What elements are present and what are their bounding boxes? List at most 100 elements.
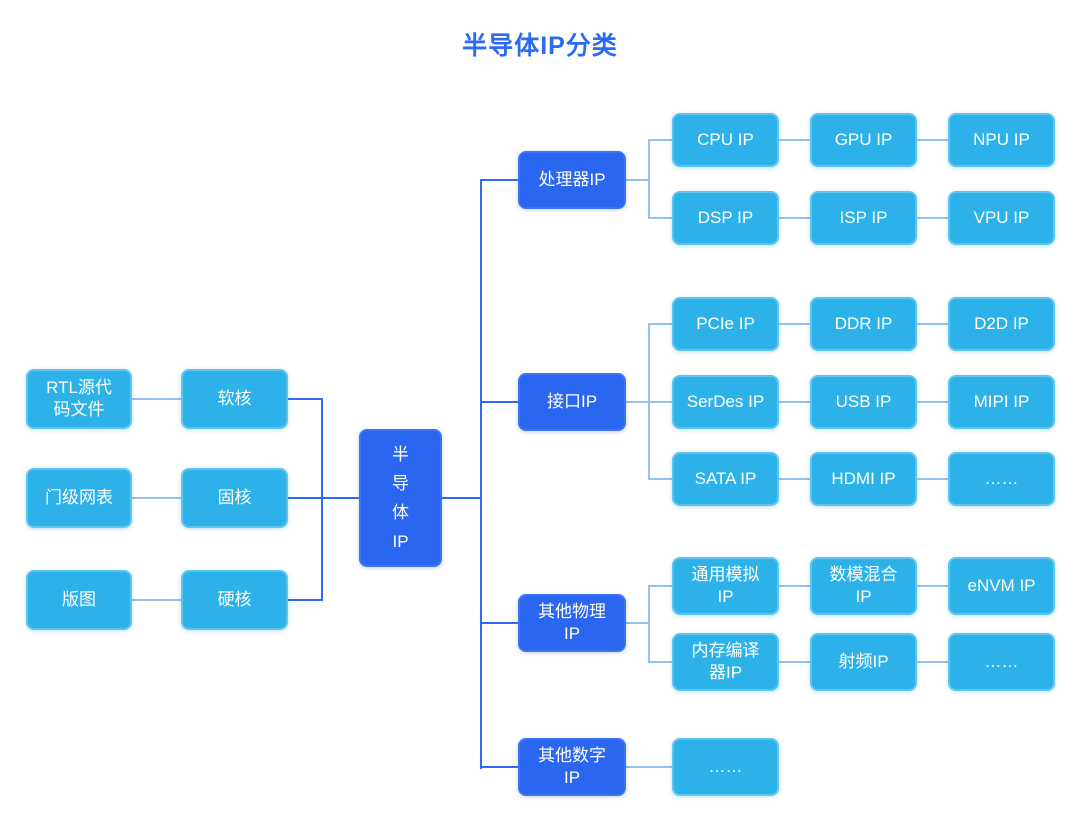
node-label: 软核 xyxy=(217,388,252,408)
node-other-physical-ip: 其他物理 IP xyxy=(518,594,626,652)
node-hdmi-ip: HDMI IP xyxy=(810,452,917,506)
node-label: SerDes IP xyxy=(686,391,765,411)
connector-line xyxy=(287,599,323,601)
node-mixed-signal-ip: 数模混合 IP xyxy=(810,557,917,615)
node-label: 门级网表 xyxy=(45,487,113,507)
node-label: SATA IP xyxy=(694,468,757,488)
node-digital-more: …… xyxy=(672,738,779,796)
node-ddr-ip: DDR IP xyxy=(810,297,917,351)
connector-line xyxy=(779,661,810,663)
node-label: CPU IP xyxy=(697,129,754,149)
connector-line xyxy=(480,766,518,768)
page-title: 半导体IP分类 xyxy=(462,32,618,60)
node-label: 固核 xyxy=(217,487,252,507)
connector-line xyxy=(626,766,672,768)
node-layout: 版图 xyxy=(26,570,132,630)
connector-line xyxy=(480,179,482,769)
node-label: PCIe IP xyxy=(696,313,755,333)
connector-line xyxy=(917,139,948,141)
node-gpu-ip: GPU IP xyxy=(810,113,917,167)
connector-line xyxy=(287,398,323,400)
connector-line xyxy=(321,398,323,601)
connector-line xyxy=(480,622,518,624)
node-label: D2D IP xyxy=(974,313,1029,333)
node-label: …… xyxy=(984,651,1019,671)
node-pcie-ip: PCIe IP xyxy=(672,297,779,351)
node-label: RTL源代 码文件 xyxy=(46,377,112,419)
node-hard-core: 硬核 xyxy=(181,570,288,630)
node-label: 其他物理 IP xyxy=(538,601,606,643)
node-label: USB IP xyxy=(835,391,892,411)
node-label: 数模混合 IP xyxy=(829,564,898,606)
connector-line xyxy=(917,323,948,325)
node-memory-compiler-ip: 内存编译 器IP xyxy=(672,633,779,691)
node-vpu-ip: VPU IP xyxy=(948,191,1055,245)
node-processor-ip: 处理器IP xyxy=(518,151,626,209)
connector-line xyxy=(917,217,948,219)
connector-line xyxy=(648,323,650,480)
node-label: 硬核 xyxy=(217,589,252,609)
connector-line xyxy=(480,179,518,181)
connector-line xyxy=(626,179,650,181)
node-label: 接口IP xyxy=(546,391,598,411)
connector-line xyxy=(648,139,650,219)
node-label: 其他数字 IP xyxy=(538,745,606,787)
node-mipi-ip: MIPI IP xyxy=(948,375,1055,429)
connector-line xyxy=(648,323,672,325)
connector-line xyxy=(779,323,810,325)
node-label: 内存编译 器IP xyxy=(691,640,760,682)
connector-line xyxy=(648,585,650,663)
connector-line xyxy=(648,139,672,141)
node-general-analog-ip: 通用模拟 IP xyxy=(672,557,779,615)
node-interface-ip: 接口IP xyxy=(518,373,626,431)
node-label: 半 导 体 IP xyxy=(392,444,409,552)
connector-line xyxy=(779,217,810,219)
connector-line xyxy=(917,401,948,403)
connector-line xyxy=(779,585,810,587)
connector-line xyxy=(648,661,672,663)
node-envm-ip: eNVM IP xyxy=(948,557,1055,615)
node-sata-ip: SATA IP xyxy=(672,452,779,506)
node-label: NPU IP xyxy=(973,129,1030,149)
node-label: 版图 xyxy=(62,589,96,609)
node-label: 处理器IP xyxy=(538,169,606,189)
node-label: ISP IP xyxy=(839,207,888,227)
node-gate-netlist: 门级网表 xyxy=(26,468,132,528)
node-label: HDMI IP xyxy=(831,468,896,488)
connector-line xyxy=(132,599,181,601)
connector-line xyxy=(287,497,359,499)
node-cpu-ip: CPU IP xyxy=(672,113,779,167)
connector-line xyxy=(480,401,518,403)
node-label: DDR IP xyxy=(834,313,893,333)
node-semiconductor-ip: 半 导 体 IP xyxy=(359,429,442,567)
node-npu-ip: NPU IP xyxy=(948,113,1055,167)
node-dsp-ip: DSP IP xyxy=(672,191,779,245)
connector-line xyxy=(648,585,672,587)
node-isp-ip: ISP IP xyxy=(810,191,917,245)
connector-line xyxy=(779,478,810,480)
connector-line xyxy=(648,478,672,480)
node-d2d-ip: D2D IP xyxy=(948,297,1055,351)
connector-line xyxy=(442,497,482,499)
connector-line xyxy=(132,398,181,400)
node-usb-ip: USB IP xyxy=(810,375,917,429)
node-label: …… xyxy=(984,468,1019,488)
node-firm-core: 固核 xyxy=(181,468,288,528)
node-label: GPU IP xyxy=(834,129,893,149)
node-interface-more: …… xyxy=(948,452,1055,506)
node-rtl-source-file: RTL源代 码文件 xyxy=(26,369,132,429)
node-label: DSP IP xyxy=(697,207,754,227)
node-other-digital-ip: 其他数字 IP xyxy=(518,738,626,796)
node-label: MIPI IP xyxy=(973,391,1030,411)
node-label: eNVM IP xyxy=(967,575,1036,595)
connector-line xyxy=(917,661,948,663)
connector-line xyxy=(917,478,948,480)
connector-line xyxy=(779,139,810,141)
node-label: …… xyxy=(708,756,743,776)
node-physical-more: …… xyxy=(948,633,1055,691)
node-label: 通用模拟 IP xyxy=(691,564,760,606)
connector-line xyxy=(648,217,672,219)
node-soft-core: 软核 xyxy=(181,369,288,429)
node-label: VPU IP xyxy=(973,207,1030,227)
